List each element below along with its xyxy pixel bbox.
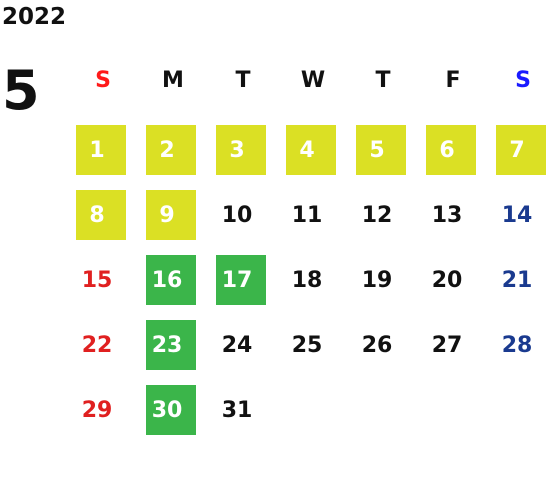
day-number: 20 bbox=[431, 267, 463, 293]
day-cell[interactable]: 19 bbox=[348, 255, 418, 320]
day-number: 8 bbox=[89, 202, 105, 228]
day-cell[interactable]: 25 bbox=[278, 320, 348, 385]
weekday-header: S bbox=[95, 67, 111, 93]
weekday-header: S bbox=[515, 67, 531, 93]
day-number: 12 bbox=[361, 202, 393, 228]
day-number: 25 bbox=[291, 332, 323, 358]
day-number: 23 bbox=[151, 332, 183, 358]
day-number: 4 bbox=[299, 137, 315, 163]
day-cell[interactable]: 10 bbox=[208, 190, 278, 255]
day-number: 17 bbox=[221, 267, 253, 293]
holiday-highlight bbox=[356, 125, 406, 175]
month-label: 5 bbox=[2, 59, 40, 122]
day-number: 1 bbox=[89, 137, 105, 163]
day-cell[interactable]: 3 bbox=[208, 125, 278, 190]
day-cell[interactable]: 21 bbox=[488, 255, 548, 320]
weekday-header: T bbox=[375, 67, 391, 93]
day-cell[interactable]: 7 bbox=[488, 125, 548, 190]
day-number: 21 bbox=[501, 267, 533, 293]
day-cell[interactable]: 8 bbox=[68, 190, 138, 255]
weekday-header: M bbox=[162, 67, 184, 93]
holiday-highlight bbox=[426, 125, 476, 175]
day-cell[interactable]: 13 bbox=[418, 190, 488, 255]
event-highlight bbox=[216, 255, 266, 305]
day-cell[interactable]: 31 bbox=[208, 385, 278, 450]
holiday-highlight bbox=[76, 190, 126, 240]
day-number: 30 bbox=[151, 397, 183, 423]
day-number: 7 bbox=[509, 137, 525, 163]
day-number: 14 bbox=[501, 202, 533, 228]
day-cell[interactable]: 28 bbox=[488, 320, 548, 385]
day-number: 24 bbox=[221, 332, 253, 358]
day-cell[interactable]: 30 bbox=[138, 385, 208, 450]
day-number: 3 bbox=[229, 137, 245, 163]
weekday-header: W bbox=[300, 67, 326, 93]
holiday-highlight bbox=[146, 190, 196, 240]
day-cell[interactable]: 20 bbox=[418, 255, 488, 320]
day-number: 9 bbox=[159, 202, 175, 228]
event-highlight bbox=[146, 255, 196, 305]
holiday-highlight bbox=[286, 125, 336, 175]
day-cell[interactable]: 23 bbox=[138, 320, 208, 385]
holiday-highlight bbox=[216, 125, 266, 175]
day-number: 5 bbox=[369, 137, 385, 163]
day-cell[interactable]: 24 bbox=[208, 320, 278, 385]
weekday-header: T bbox=[235, 67, 251, 93]
day-number: 11 bbox=[291, 202, 323, 228]
day-cell[interactable]: 6 bbox=[418, 125, 488, 190]
day-cell[interactable]: 9 bbox=[138, 190, 208, 255]
holiday-highlight bbox=[76, 125, 126, 175]
holiday-highlight bbox=[496, 125, 546, 175]
day-number: 22 bbox=[81, 332, 113, 358]
day-cell[interactable]: 17 bbox=[208, 255, 278, 320]
event-highlight bbox=[146, 320, 196, 370]
day-number: 16 bbox=[151, 267, 183, 293]
day-cell[interactable]: 12 bbox=[348, 190, 418, 255]
day-cell[interactable]: 22 bbox=[68, 320, 138, 385]
day-number: 13 bbox=[431, 202, 463, 228]
day-number: 28 bbox=[501, 332, 533, 358]
day-cell[interactable]: 26 bbox=[348, 320, 418, 385]
day-cell[interactable]: 1 bbox=[68, 125, 138, 190]
holiday-highlight bbox=[146, 125, 196, 175]
day-cell[interactable]: 4 bbox=[278, 125, 348, 190]
day-number: 31 bbox=[221, 397, 253, 423]
day-cell[interactable]: 11 bbox=[278, 190, 348, 255]
day-number: 18 bbox=[291, 267, 323, 293]
event-highlight bbox=[146, 385, 196, 435]
day-number: 15 bbox=[81, 267, 113, 293]
day-cell[interactable]: 27 bbox=[418, 320, 488, 385]
day-cell[interactable]: 14 bbox=[488, 190, 548, 255]
year-label: 2022 bbox=[2, 4, 67, 30]
weekday-header: F bbox=[445, 67, 461, 93]
day-number: 26 bbox=[361, 332, 393, 358]
day-number: 27 bbox=[431, 332, 463, 358]
day-cell[interactable]: 15 bbox=[68, 255, 138, 320]
day-cell[interactable]: 18 bbox=[278, 255, 348, 320]
day-cell[interactable]: 29 bbox=[68, 385, 138, 450]
day-number: 10 bbox=[221, 202, 253, 228]
day-number: 19 bbox=[361, 267, 393, 293]
day-cell[interactable]: 5 bbox=[348, 125, 418, 190]
day-cell[interactable]: 16 bbox=[138, 255, 208, 320]
day-cell[interactable]: 2 bbox=[138, 125, 208, 190]
day-number: 29 bbox=[81, 397, 113, 423]
day-number: 2 bbox=[159, 137, 175, 163]
day-number: 6 bbox=[439, 137, 455, 163]
